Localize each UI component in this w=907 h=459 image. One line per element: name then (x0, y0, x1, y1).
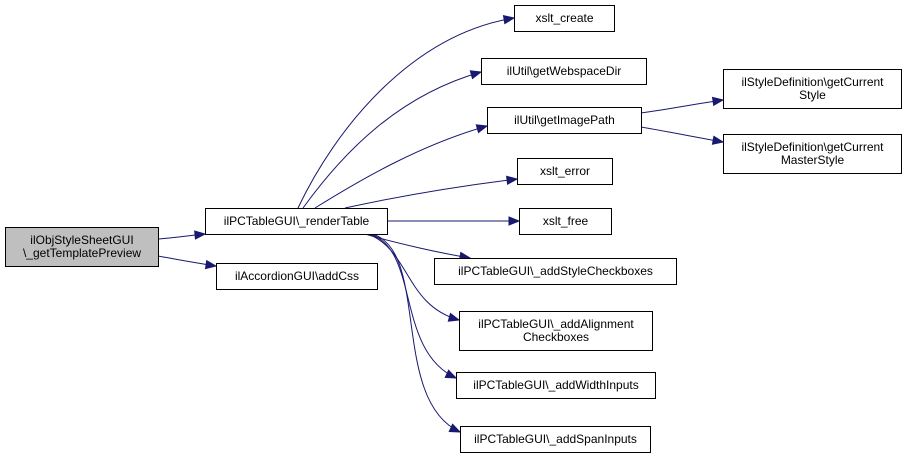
node-getTemplatePreview[interactable]: ilObjStyleSheetGUI\_getTemplatePreview (5, 227, 159, 267)
node-box[interactable] (460, 426, 651, 453)
node-label: ilStyleDefinition\getCurrent (741, 140, 884, 154)
node-box[interactable] (514, 5, 615, 32)
node-addWidthInputs[interactable]: ilPCTableGUI\_addWidthInputs (456, 372, 656, 399)
edges (157, 15, 725, 433)
edge-renderTable-to-addAlignmentCheckboxes (367, 233, 461, 322)
nodes: ilObjStyleSheetGUI\_getTemplatePreviewil… (5, 5, 902, 453)
edge-line (640, 126, 724, 143)
node-renderTable[interactable]: ilPCTableGUI\_renderTable (205, 208, 388, 235)
node-addSpanInputs[interactable]: ilPCTableGUI\_addSpanInputs (460, 426, 651, 453)
edge-renderTable-to-getWebspaceDir (302, 70, 483, 209)
arrowhead-icon (469, 70, 483, 80)
arrowhead-icon (204, 259, 218, 270)
arrowhead-icon (502, 15, 516, 25)
node-label: xslt_error (540, 164, 590, 178)
arrowhead-icon (711, 96, 725, 107)
node-box[interactable] (459, 311, 653, 351)
node-label: ilPCTableGUI\_addStyleCheckboxes (458, 264, 653, 278)
arrowhead-icon (508, 216, 521, 226)
arrowhead-icon (444, 369, 458, 379)
node-getWebspaceDir[interactable]: ilUtil\getWebspaceDir (481, 58, 647, 85)
node-label: ilPCTableGUI\_addWidthInputs (473, 378, 638, 392)
edge-getTemplatePreview-to-renderTable (157, 230, 207, 240)
node-xslt_free[interactable]: xslt_free (519, 208, 612, 235)
node-addStyleCheckboxes[interactable]: ilPCTableGUI\_addStyleCheckboxes (434, 258, 677, 285)
node-label: ilObjStyleSheetGUI (30, 233, 133, 247)
edge-renderTable-to-getImagePath (314, 124, 489, 209)
node-box[interactable] (5, 227, 159, 267)
node-getImagePath[interactable]: ilUtil\getImagePath (487, 107, 642, 134)
edge-getImagePath-to-getCurrentStyle (640, 96, 725, 114)
node-label: xslt_create (535, 11, 593, 25)
node-label: ilPCTableGUI\_addAlignment (478, 317, 634, 331)
node-xslt_error[interactable]: xslt_error (517, 158, 613, 185)
node-label: ilAccordionGUI\addCss (235, 269, 359, 283)
node-label: ilStyleDefinition\getCurrent (741, 75, 884, 89)
node-box[interactable] (723, 134, 902, 174)
edge-getTemplatePreview-to-addCss (157, 255, 218, 270)
node-xslt_create[interactable]: xslt_create (514, 5, 615, 32)
edge-renderTable-to-xslt_free (387, 216, 521, 226)
node-box[interactable] (216, 263, 378, 290)
edge-line (371, 233, 461, 433)
node-box[interactable] (481, 58, 647, 85)
node-label: Checkboxes (523, 330, 589, 344)
node-label: ilUtil\getWebspaceDir (507, 64, 622, 78)
node-box[interactable] (723, 69, 902, 109)
edge-getImagePath-to-getCurrentMasterStyle (640, 126, 725, 145)
edge-renderTable-to-addSpanInputs (371, 233, 462, 433)
node-label: Style (799, 88, 826, 102)
arrowhead-icon (448, 423, 462, 433)
arrowhead-icon (506, 175, 519, 185)
node-label: ilUtil\getImagePath (514, 113, 615, 127)
node-box[interactable] (205, 208, 388, 235)
node-box[interactable] (517, 158, 613, 185)
edge-line (302, 71, 482, 209)
edge-line (640, 99, 724, 114)
node-label: ilPCTableGUI\_renderTable (224, 214, 370, 228)
edge-renderTable-to-addWidthInputs (369, 233, 458, 379)
node-label: ilPCTableGUI\_addSpanInputs (474, 432, 637, 446)
edge-renderTable-to-xslt_error (344, 175, 519, 209)
edge-line (297, 17, 515, 209)
node-box[interactable] (456, 372, 656, 399)
edge-line (314, 125, 488, 209)
node-box[interactable] (519, 208, 612, 235)
edge-renderTable-to-xslt_create (297, 15, 516, 209)
node-label: \_getTemplatePreview (23, 246, 141, 260)
node-label: xslt_free (543, 214, 589, 228)
edge-line (369, 233, 457, 379)
node-label: MasterStyle (781, 153, 845, 167)
edge-line (344, 178, 518, 209)
node-addCss[interactable]: ilAccordionGUI\addCss (216, 263, 378, 290)
node-box[interactable] (487, 107, 642, 134)
arrowhead-icon (447, 312, 461, 322)
arrowhead-icon (711, 135, 725, 145)
node-box[interactable] (434, 258, 677, 285)
edge-line (367, 233, 460, 321)
arrowhead-icon (475, 124, 489, 134)
arrowhead-icon (194, 230, 207, 240)
